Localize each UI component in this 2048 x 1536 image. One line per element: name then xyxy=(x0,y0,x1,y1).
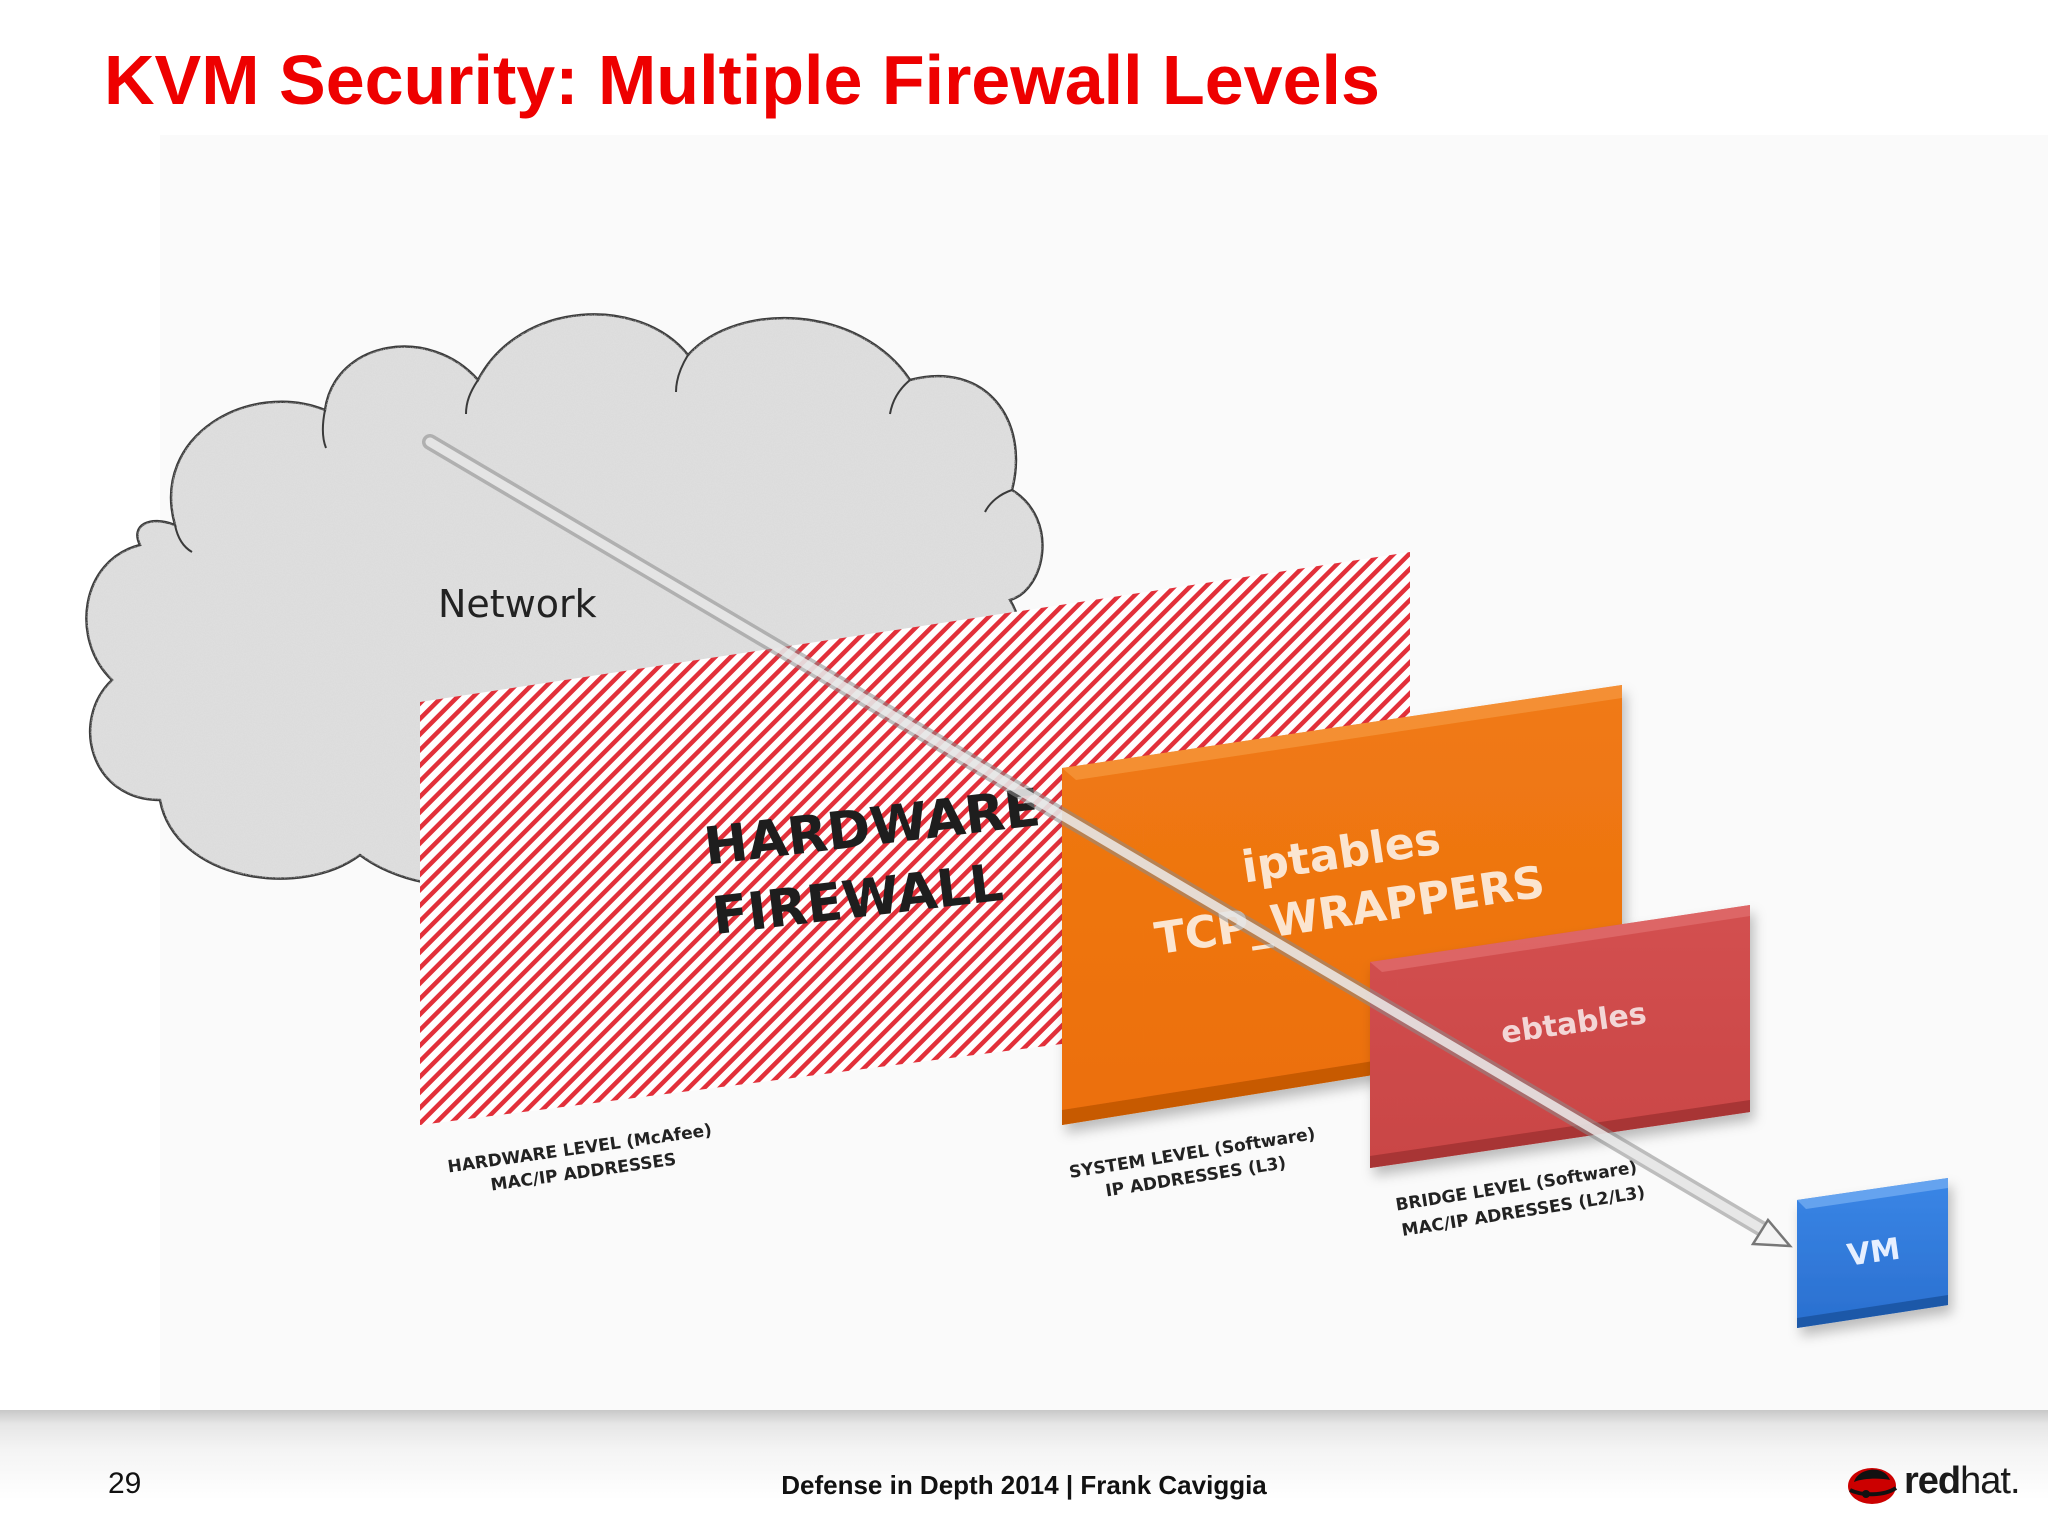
bridge-firewall-panel xyxy=(1370,905,1750,1168)
redhat-logo: redhat. xyxy=(1840,1458,2021,1508)
traffic-arrow xyxy=(422,434,1793,1248)
logo-word-hat: hat. xyxy=(1960,1460,2020,1502)
vm-label: VM xyxy=(1845,1232,1902,1274)
slide-title: KVM Security: Multiple Firewall Levels xyxy=(104,41,1380,119)
shadowman-icon xyxy=(1848,1468,1898,1504)
logo-word-red: red xyxy=(1904,1460,1961,1502)
page-number: 29 xyxy=(108,1467,142,1500)
footer-bar xyxy=(0,1410,2048,1536)
firewall-levels-diagram: Network HARDWARE FIREWALL HARDWARE LEVEL… xyxy=(85,313,1948,1328)
cloud-label: Network xyxy=(438,582,597,626)
footer-text: Defense in Depth 2014 | Frank Caviggia xyxy=(781,1470,1267,1500)
vm-box xyxy=(1797,1178,1948,1328)
